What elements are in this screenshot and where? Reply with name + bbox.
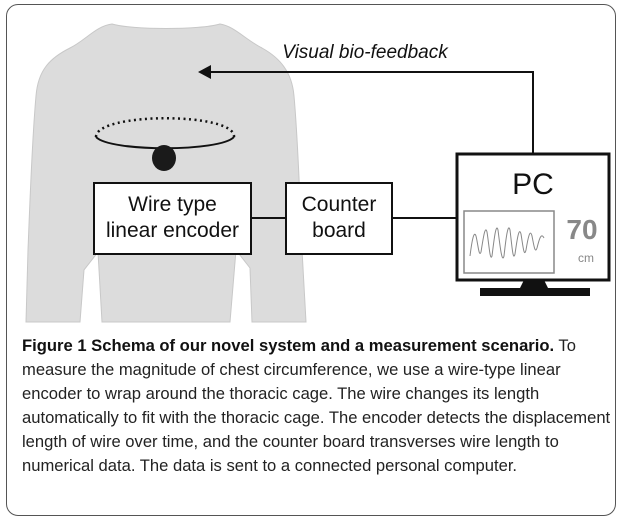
counter-box: [285, 182, 393, 255]
feedback-line: [208, 71, 534, 154]
figure-frame: [6, 4, 616, 516]
counter-label: Counter board: [286, 192, 392, 244]
caption-title: Figure 1 Schema of our novel system and …: [22, 336, 555, 355]
counter-label-line1: Counter: [301, 193, 377, 216]
feedback-arrowhead: [198, 65, 211, 79]
torso-silhouette: [25, 23, 307, 323]
display-value: 70: [566, 214, 598, 245]
pc-label: PC: [512, 168, 554, 201]
encoder-label-line2: linear encoder: [105, 219, 240, 242]
encoder-label-line1: Wire type: [128, 193, 217, 216]
figure-caption: Figure 1 Schema of our novel system and …: [22, 334, 612, 478]
schematic-diagram: [25, 23, 611, 323]
display-unit: cm: [578, 251, 594, 265]
caption-body: To measure the magnitude of chest circum…: [22, 336, 611, 475]
encoder-label: Wire type linear encoder: [94, 192, 251, 244]
encoder-sensor: [152, 145, 176, 171]
counter-label-line2: board: [312, 219, 366, 242]
monitor-base: [480, 288, 590, 296]
waveform-trace: [469, 227, 545, 259]
monitor-stand: [520, 280, 548, 288]
feedback-label: Visual bio-feedback: [282, 42, 448, 63]
